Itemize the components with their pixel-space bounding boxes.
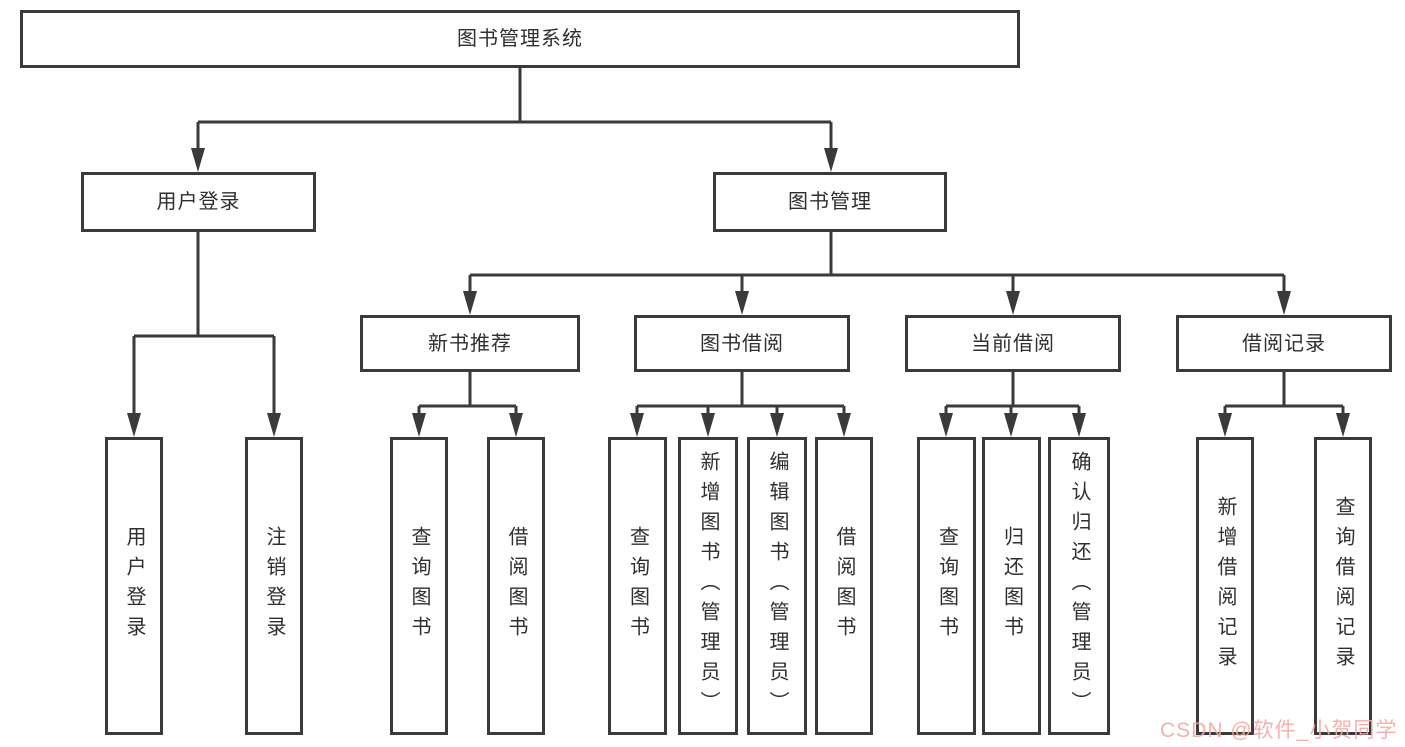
leaf-confirm-return-admin: 确认归还（管理员）: [1048, 437, 1110, 735]
leaf-add-books-admin: 新增图书（管理员）: [678, 437, 738, 735]
leaf-logout: 注销登录: [245, 437, 303, 735]
leaf-query-books: 查询图书: [390, 437, 448, 735]
csdn-watermark: CSDN @软件_小贺同学: [1160, 719, 1398, 742]
node-borrowing-records: 借阅记录: [1176, 315, 1392, 372]
leaf-query-books: 查询图书: [917, 437, 976, 735]
node-book-borrowing: 图书借阅: [634, 315, 850, 372]
leaf-borrow-books: 借阅图书: [815, 437, 873, 735]
node-user-login: 用户登录: [81, 172, 316, 232]
leaf-query-books: 查询图书: [608, 437, 667, 735]
leaf-add-borrow-record: 新增借阅记录: [1196, 437, 1254, 735]
node-book-management: 图书管理: [713, 172, 947, 232]
leaf-query-borrow-record: 查询借阅记录: [1314, 437, 1372, 735]
leaf-edit-books-admin: 编辑图书（管理员）: [747, 437, 807, 735]
arrowheads: [127, 148, 1350, 437]
leaf-user-login: 用户登录: [105, 437, 163, 735]
node-new-book-recommend: 新书推荐: [360, 315, 580, 372]
leaf-borrow-books: 借阅图书: [487, 437, 545, 735]
node-current-borrowing: 当前借阅: [905, 315, 1121, 372]
node-system-root: 图书管理系统: [20, 10, 1020, 68]
leaf-return-books: 归还图书: [982, 437, 1041, 735]
